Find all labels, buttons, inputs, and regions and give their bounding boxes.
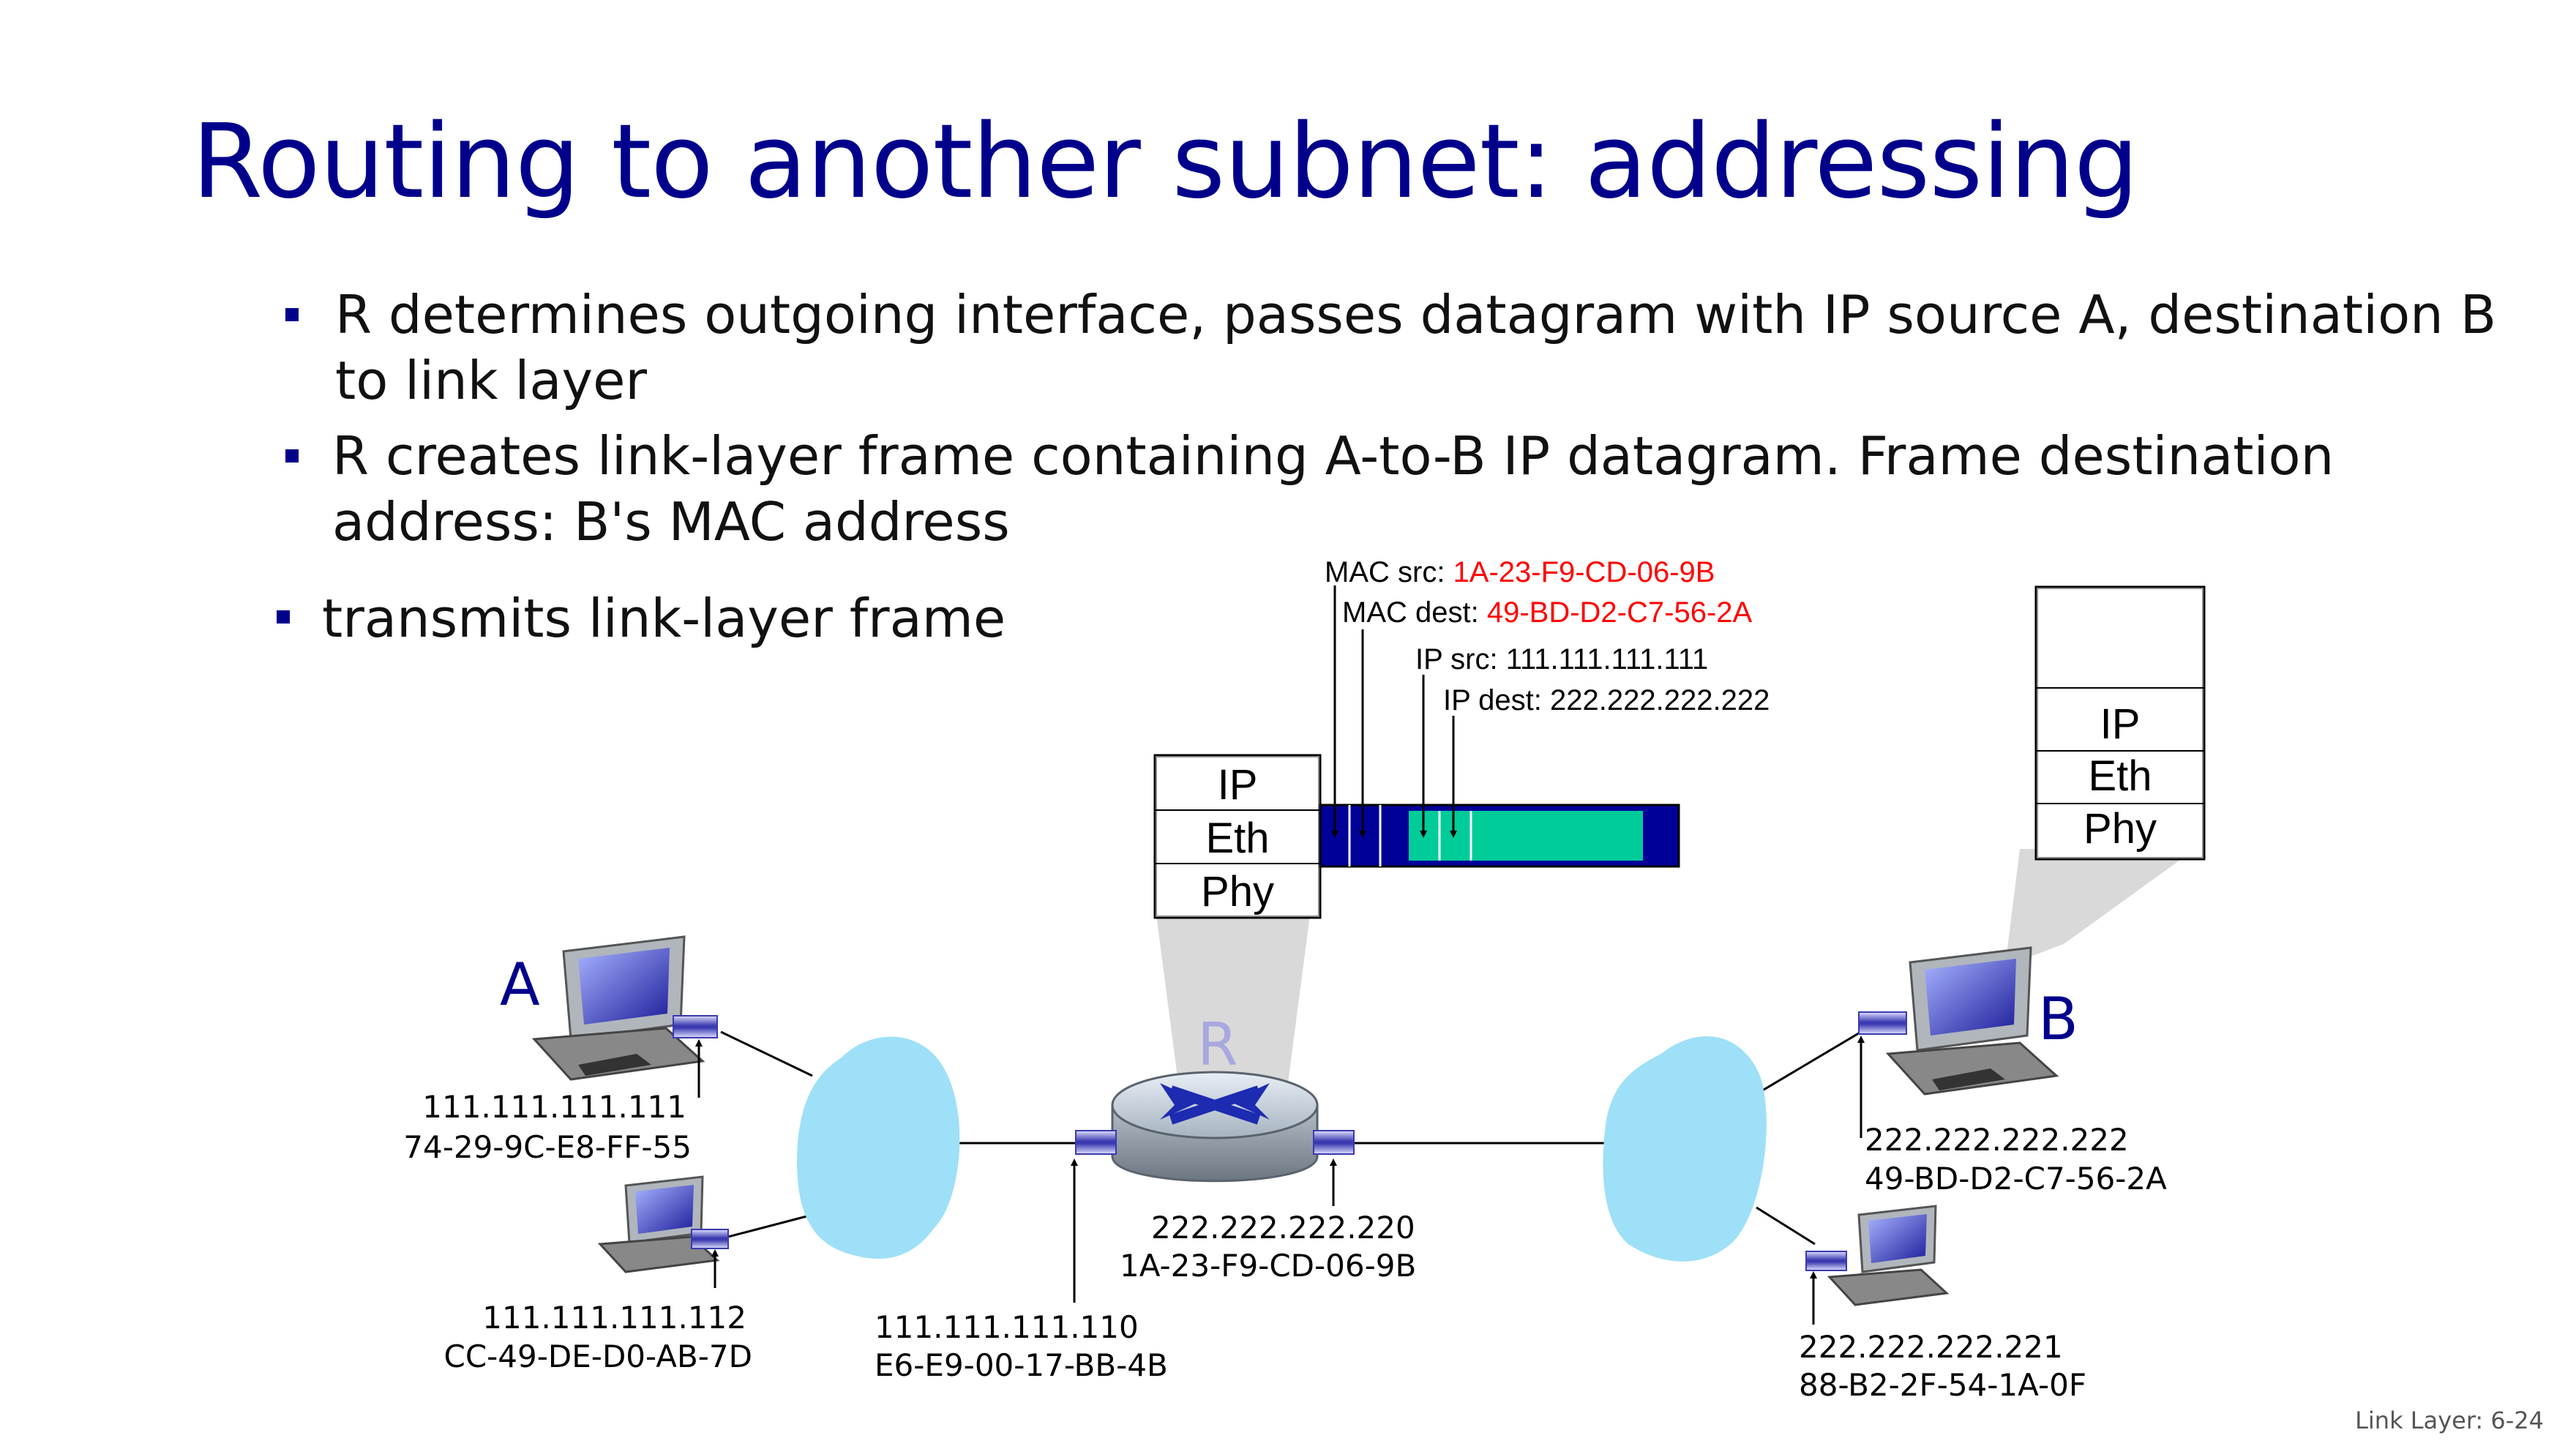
- host-a-ip: 111.111.111.111: [422, 1089, 686, 1125]
- mac-src-label: MAC src: 1A-23-F9-CD-06-9B: [1325, 556, 1715, 588]
- host-a2-ip: 111.111.111.112: [482, 1300, 746, 1336]
- mac-dest-value: 49-BD-D2-C7-56-2A: [1487, 596, 1753, 629]
- host-b2-interface: [1805, 1251, 1847, 1271]
- host-b2-mac: 88-B2-2F-54-1A-0F: [1799, 1367, 2086, 1403]
- host-a-mac: 74-29-9C-E8-FF-55: [403, 1129, 692, 1165]
- host-b-stack-layer: Phy: [2083, 805, 2157, 853]
- host-b-mac: 49-BD-D2-C7-56-2A: [1865, 1161, 2167, 1197]
- ip-src-label: IP src: 111.111.111.111: [1415, 643, 1708, 675]
- host-b2-ip: 222.222.222.221: [1799, 1329, 2063, 1365]
- host-b-computer-icon: [1885, 946, 2059, 1096]
- mac-dest-label: MAC dest: 49-BD-D2-C7-56-2A: [1342, 596, 1753, 629]
- bullet-marker: [285, 308, 299, 321]
- host-b-stack-layer: Eth: [2088, 752, 2152, 800]
- host-b-label: B: [2038, 985, 2078, 1053]
- bullet-marker: [277, 610, 290, 624]
- bullet-2-line2: address: B's MAC address: [332, 491, 1010, 553]
- slide-footer: Link Layer: 6-24: [2355, 1407, 2544, 1434]
- router-stack-layer: Eth: [1205, 815, 1269, 862]
- link-a-cloud: [720, 1030, 813, 1077]
- host-a-computer-icon: [531, 935, 705, 1081]
- router-left-interface: [1075, 1130, 1117, 1155]
- router-zoom-beam: [1156, 915, 1310, 1083]
- bullet-3-line1: transmits link-layer frame: [322, 588, 1006, 649]
- router-stack-layer: IP: [1218, 761, 1258, 809]
- link-a2-cloud: [727, 1213, 813, 1238]
- host-a2-mac: CC-49-DE-D0-AB-7D: [444, 1338, 753, 1374]
- host-b2-computer-icon: [1827, 1205, 1950, 1306]
- link-cloud2-b2: [1756, 1206, 1816, 1246]
- host-a-interface: [673, 1015, 718, 1038]
- bullet-2: R creates link-layer frame containing A-…: [285, 423, 2334, 555]
- router-left-mac: E6-E9-00-17-BB-4B: [875, 1347, 1168, 1383]
- slide-title: Routing to another subnet: addressing: [192, 102, 2139, 222]
- bullet-1-line2: to link layer: [335, 350, 648, 411]
- mac-src-value: 1A-23-F9-CD-06-9B: [1453, 556, 1715, 588]
- subnet-2-cloud: [1603, 1036, 1767, 1262]
- bullet-marker: [285, 449, 299, 463]
- link-layer-frame: [1319, 804, 1680, 868]
- router-protocol-stack: IP Eth Phy: [1153, 754, 1322, 919]
- router-stack-layer: Phy: [1201, 868, 1274, 916]
- link-cloud2-b: [1756, 1023, 1874, 1096]
- bullet-3: transmits link-layer frame: [277, 585, 1006, 651]
- host-a-label: A: [500, 951, 540, 1019]
- bullet-1: R determines outgoing interface, passes …: [285, 282, 2496, 413]
- router-left-ip: 111.111.111.110: [875, 1309, 1139, 1345]
- host-a2-interface: [691, 1229, 729, 1249]
- router-label: R: [1197, 1011, 1238, 1079]
- bullet-2-line1: R creates link-layer frame containing A-…: [332, 425, 2334, 487]
- ip-dest-label: IP dest: 222.222.222.222: [1443, 684, 1770, 716]
- host-a2-computer-icon: [597, 1175, 720, 1273]
- host-b-zoom-beam: [2005, 849, 2195, 966]
- host-b-interface: [1858, 1011, 1907, 1035]
- host-b-stack-layer: IP: [2100, 700, 2141, 748]
- router-right-mac: 1A-23-F9-CD-06-9B: [1120, 1248, 1416, 1284]
- host-b-protocol-stack: IP Eth Phy: [2034, 585, 2206, 861]
- host-b-ip: 222.222.222.222: [1865, 1122, 2129, 1158]
- router-right-ip: 222.222.222.220: [1151, 1210, 1415, 1246]
- router-icon: [1111, 1071, 1319, 1183]
- subnet-1-cloud: [797, 1036, 960, 1259]
- bullet-1-line1: R determines outgoing interface, passes …: [335, 284, 2497, 345]
- router-right-interface: [1313, 1130, 1355, 1155]
